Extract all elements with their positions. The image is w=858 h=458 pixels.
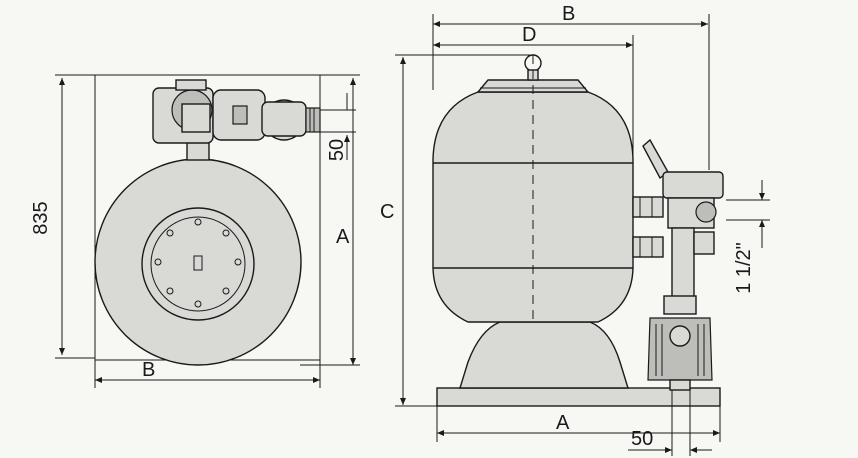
multiport-valve: [152, 79, 321, 144]
port-bolts: [154, 218, 242, 308]
base-plate: [436, 387, 721, 407]
pump: [647, 295, 713, 391]
label-b-top: B: [562, 3, 575, 25]
label-50-bottom: 50: [631, 428, 653, 450]
tank-body: [94, 158, 302, 366]
tank-pedestal: [459, 321, 629, 389]
side-view: B D C 1 1/2" A 50: [380, 3, 770, 456]
inspection-port: [141, 207, 255, 321]
side-valve: [642, 138, 724, 299]
pipe-lower: [632, 236, 664, 258]
label-50-left: 50: [326, 139, 348, 161]
label-c: C: [380, 201, 394, 223]
label-a-bottom: A: [556, 412, 570, 434]
label-pipe-size: 1 1/2": [733, 242, 755, 294]
label-b-left: B: [142, 359, 155, 381]
port-handle: [193, 255, 203, 271]
label-835: 835: [30, 201, 52, 234]
label-a-left: A: [336, 226, 350, 248]
pipe-upper: [632, 196, 664, 218]
front-view: 835 A 50 B: [30, 74, 360, 388]
label-d: D: [522, 24, 536, 46]
inspection-port-inner: [150, 216, 246, 312]
